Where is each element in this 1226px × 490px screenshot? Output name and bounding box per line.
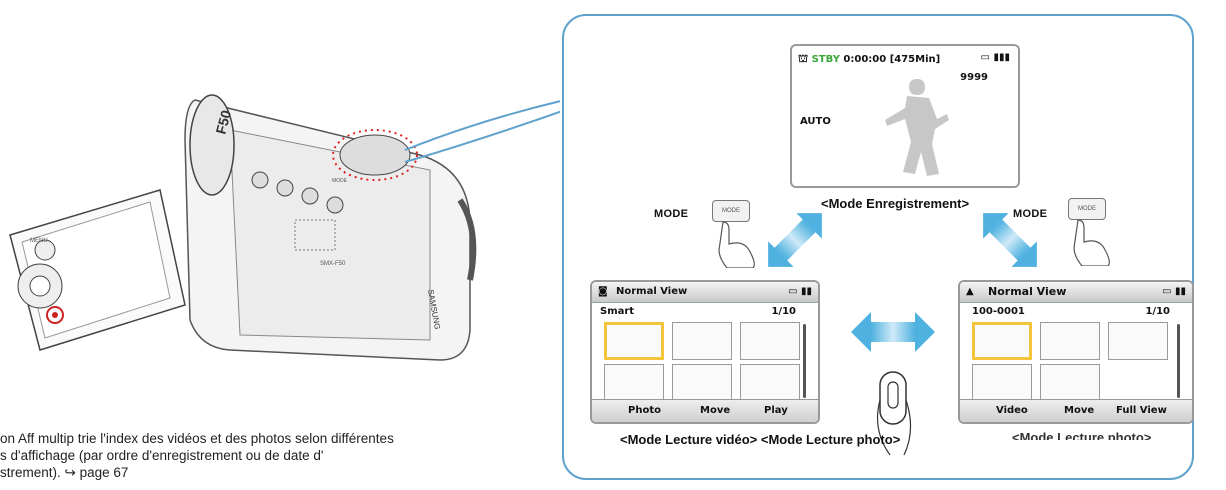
mode-button-right[interactable]: MODE (1068, 198, 1106, 220)
photo-page: 1/10 (1145, 306, 1170, 317)
footer-move[interactable]: Move (700, 405, 731, 416)
footer-play[interactable]: Play (764, 405, 788, 416)
footer-move[interactable]: Move (1064, 405, 1095, 416)
photo-folder: 100-0001 (972, 306, 1025, 317)
skater-silhouette (885, 79, 949, 176)
scrollbar[interactable] (1177, 324, 1180, 398)
mode-button[interactable] (339, 134, 411, 176)
record-screen: ⛫ STBY 0:00:00 [475Min] ▭ ▮▮▮ 9999 AUTO (790, 44, 1020, 188)
thumbnail[interactable] (740, 322, 800, 360)
thumbnail[interactable] (740, 364, 800, 402)
video-page: 1/10 (771, 306, 796, 317)
lens-marking: F50 (212, 108, 234, 136)
mode-button-left[interactable]: MODE (712, 200, 750, 222)
video-caption: <Mode Lecture vidéo> <Mode Lecture photo… (620, 432, 900, 447)
finger-right-icon (1073, 219, 1110, 266)
lens (189, 94, 235, 196)
auto-label: AUTO (800, 116, 831, 127)
note-line-3: strement). ↪ page 67 (0, 465, 129, 480)
video-caption-part2: <Mode Lecture photo> (760, 432, 901, 447)
record-caption: <Mode Enregistrement> (821, 196, 970, 211)
thumbnail[interactable] (1108, 322, 1168, 360)
battery-icon: ▭ ▮▮ (1162, 286, 1186, 297)
thumbnail[interactable] (672, 322, 732, 360)
side-label: MODE (332, 178, 348, 184)
highlight-ring (332, 129, 418, 181)
video-playback-screen: ◙ Normal View ▭ ▮▮ Smart 1/10 Photo Move… (590, 280, 820, 424)
thumbnail[interactable] (1040, 322, 1100, 360)
footer-full-view[interactable]: Full View (1116, 405, 1167, 416)
photo-view-title: Normal View (988, 285, 1067, 298)
pointer-line (404, 100, 560, 151)
thumbnail[interactable] (604, 364, 664, 402)
record-status: ⛫ STBY 0:00:00 [475Min] (798, 52, 941, 65)
finger-left-icon (718, 221, 755, 268)
video-mode-icon: ◙ (598, 286, 608, 297)
mode-label-left: MODE (654, 208, 689, 220)
thumbnail[interactable] (972, 322, 1032, 360)
photo-count: 9999 (960, 72, 988, 83)
arrow-right-diagonal (983, 213, 1037, 267)
photo-mode-icon: ▲ (966, 286, 974, 297)
mode-label-right: MODE (1013, 208, 1048, 220)
photo-playback-screen: ▲ Normal View ▭ ▮▮ 100-0001 1/10 Video M… (958, 280, 1194, 424)
footer-photo[interactable]: Photo (628, 405, 661, 416)
joystick-finger-icon (877, 371, 912, 456)
thumbnail[interactable] (604, 322, 664, 360)
video-sub: Smart (600, 306, 635, 317)
battery-icon: ▭ ▮▮▮ (980, 52, 1010, 63)
screen-label: MENU (30, 238, 48, 244)
arrow-left-diagonal (768, 213, 822, 267)
timecode: 0:00:00 [475Min] (843, 54, 941, 65)
note-line-1: on Aff multip trie l'index des vidéos et… (0, 431, 394, 446)
thumbnail[interactable] (672, 364, 732, 402)
photo-caption: <Mode Lecture photo> (1012, 430, 1152, 440)
battery-icon: ▭ ▮▮ (788, 286, 812, 297)
footer-video[interactable]: Video (996, 405, 1028, 416)
standby-label: STBY (811, 54, 840, 65)
camcorder-illustration: F50 SAMSUNG SMX-F50 MENU MODE (9, 94, 560, 361)
thumbnail[interactable] (1040, 364, 1100, 402)
video-view-title: Normal View (616, 286, 688, 297)
model-label: SMX-F50 (320, 261, 346, 267)
scrollbar[interactable] (803, 324, 806, 398)
note-line-2: s d'affichage (par ordre d'enregistremen… (0, 448, 324, 463)
thumbnail[interactable] (972, 364, 1032, 402)
instruction-note: on Aff multip trie l'index des vidéos et… (0, 430, 560, 481)
callout-panel (562, 14, 1194, 480)
video-caption-part1: <Mode Lecture vidéo> (620, 432, 758, 447)
arrow-horizontal (851, 312, 935, 352)
